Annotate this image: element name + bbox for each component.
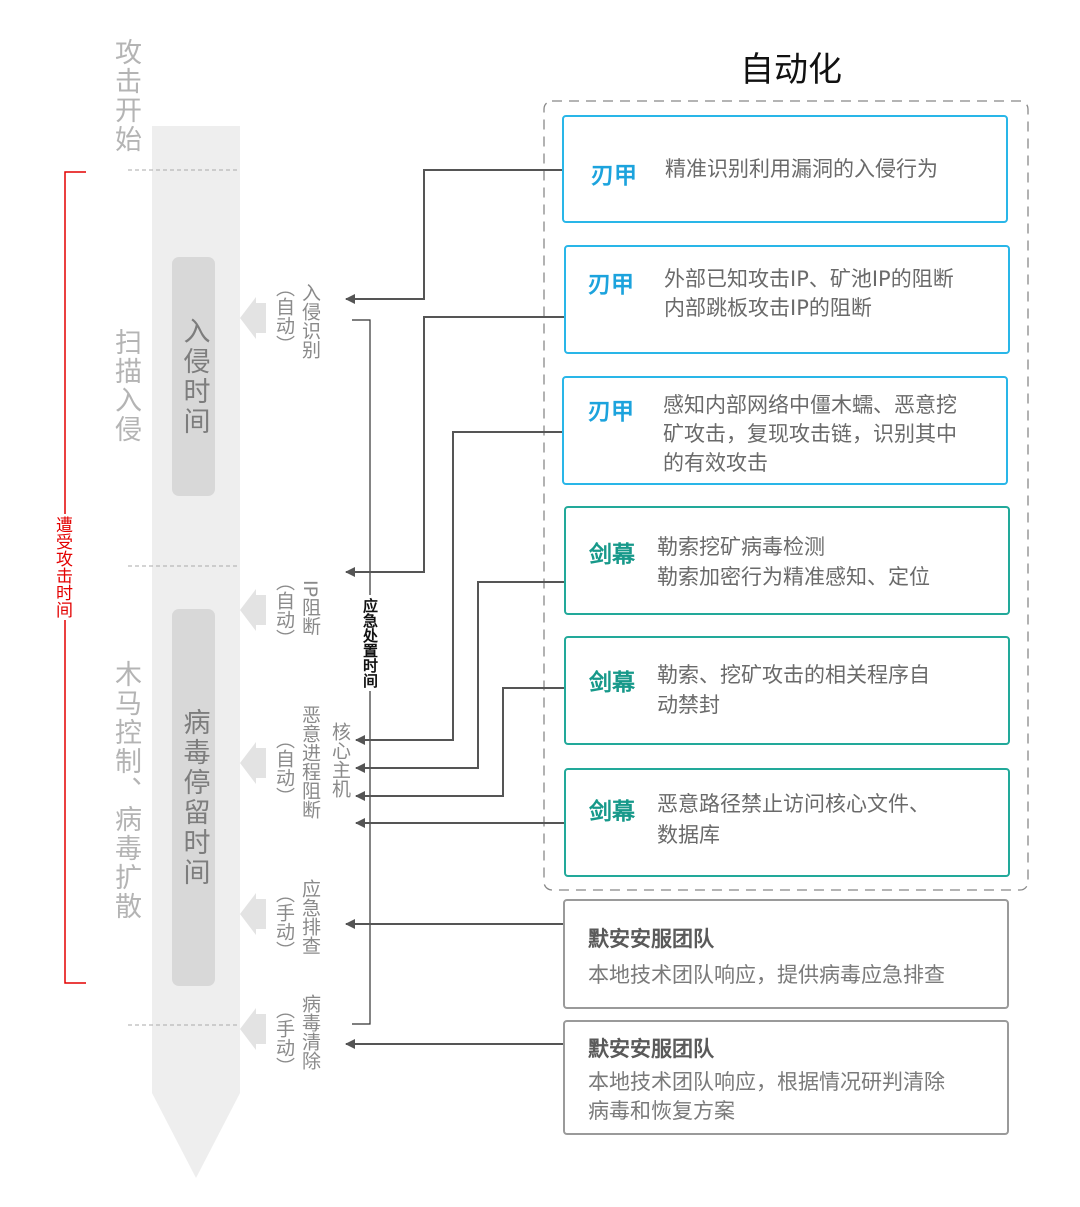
virus-dwell-time-label: 病毒停留时间 [178,707,210,888]
connector-arrow [355,581,564,773]
action-ip-block: IP阻断 [299,580,321,636]
box-team-emergency: 默安安服团队 本地技术团队响应，提供病毒应急排查 [563,899,1009,1009]
action-emergency-check-mode: （手动） [273,884,295,960]
box-desc-line: 矿攻击，复现攻击链，识别其中 [663,422,957,446]
feather-arrow [240,297,266,339]
box-renjia-ip-block: 刃甲 外部已知攻击IP、矿池IP的阻断 内部跳板攻击IP的阻断 [564,245,1010,354]
feather-arrow [240,589,266,631]
box-jianmu-path: 剑幕 恶意路径禁止访问核心文件、 数据库 [564,768,1010,877]
action-virus-clean: 病毒清除 [299,994,321,1070]
box-desc-line: 数据库 [657,823,720,847]
box-desc-line: 勒索、挖矿攻击的相关程序自 [657,663,930,687]
box-desc-line: 动禁封 [657,693,720,717]
action-process-block: 恶意进程阻断 [299,705,321,819]
stage-attack-start: 攻击开始 [110,38,141,154]
box-desc-line: 的有效攻击 [663,451,768,475]
feather-arrow [240,742,266,784]
team-desc-line: 病毒和恢复方案 [588,1099,735,1123]
action-ip-block-mode: （自动） [273,572,295,648]
box-desc-line: 勒索加密行为精准感知、定位 [657,565,930,589]
box-renjia-intrusion: 刃甲 精准识别利用漏洞的入侵行为 [562,115,1008,223]
stage-trojan-spread: 木马控制、病毒扩散 [110,660,141,921]
connector-arrow [355,687,564,801]
brand-label: 剑幕 [589,542,635,568]
brand-label: 刃甲 [591,163,637,189]
brand-label: 剑幕 [589,799,635,825]
response-time-label: 应急处置时间 [360,595,379,691]
connector-arrow [355,431,562,745]
action-core-host: 核心主机 [329,722,351,798]
action-process-block-mode: （自动） [273,730,295,806]
box-desc-line: 精准识别利用漏洞的入侵行为 [665,157,938,181]
action-intrusion-detect-mode: （自动） [273,278,295,354]
team-desc-line: 本地技术团队响应，提供病毒应急排查 [588,963,945,987]
feather-arrow [240,893,266,935]
intrusion-time-pill: 入侵时间 [172,257,215,496]
action-emergency-check: 应急排查 [299,879,321,955]
feather-arrows [240,297,266,1050]
box-desc-line: 感知内部网络中僵木蠕、恶意挖 [663,393,957,417]
box-jianmu-ban: 剑幕 勒索、挖矿攻击的相关程序自 动禁封 [564,636,1010,745]
feather-arrow [240,1008,266,1050]
brand-label: 剑幕 [589,670,635,696]
connector-arrow [345,316,564,577]
action-virus-clean-mode: （手动） [273,1000,295,1076]
box-renjia-network: 刃甲 感知内部网络中僵木蠕、恶意挖 矿攻击，复现攻击链，识别其中 的有效攻击 [562,376,1008,485]
action-intrusion-detect: 入侵识别 [299,283,321,359]
team-desc-line: 本地技术团队响应，根据情况研判清除 [588,1070,945,1094]
attacked-time-label: 遭受攻击时间 [52,514,72,620]
diagram-title: 自动化 [740,50,842,90]
box-desc-line: 恶意路径禁止访问核心文件、 [657,792,930,816]
stage-scan-intrusion: 扫描入侵 [110,328,141,444]
brand-label: 刃甲 [588,399,634,425]
automation-group [543,100,1029,891]
team-title: 默安安服团队 [588,1037,714,1061]
intrusion-time-label: 入侵时间 [178,316,210,437]
virus-dwell-time-pill: 病毒停留时间 [172,609,215,986]
connector-arrow [345,169,562,304]
box-jianmu-detect: 剑幕 勒索挖矿病毒检测 勒索加密行为精准感知、定位 [564,506,1010,615]
box-desc-line: 外部已知攻击IP、矿池IP的阻断 [664,267,954,291]
brand-label: 刃甲 [588,272,634,298]
box-desc-line: 内部跳板攻击IP的阻断 [664,296,872,320]
team-title: 默安安服团队 [588,927,714,951]
box-team-clean: 默安安服团队 本地技术团队响应，根据情况研判清除 病毒和恢复方案 [563,1020,1009,1135]
box-desc-line: 勒索挖矿病毒检测 [657,535,825,559]
